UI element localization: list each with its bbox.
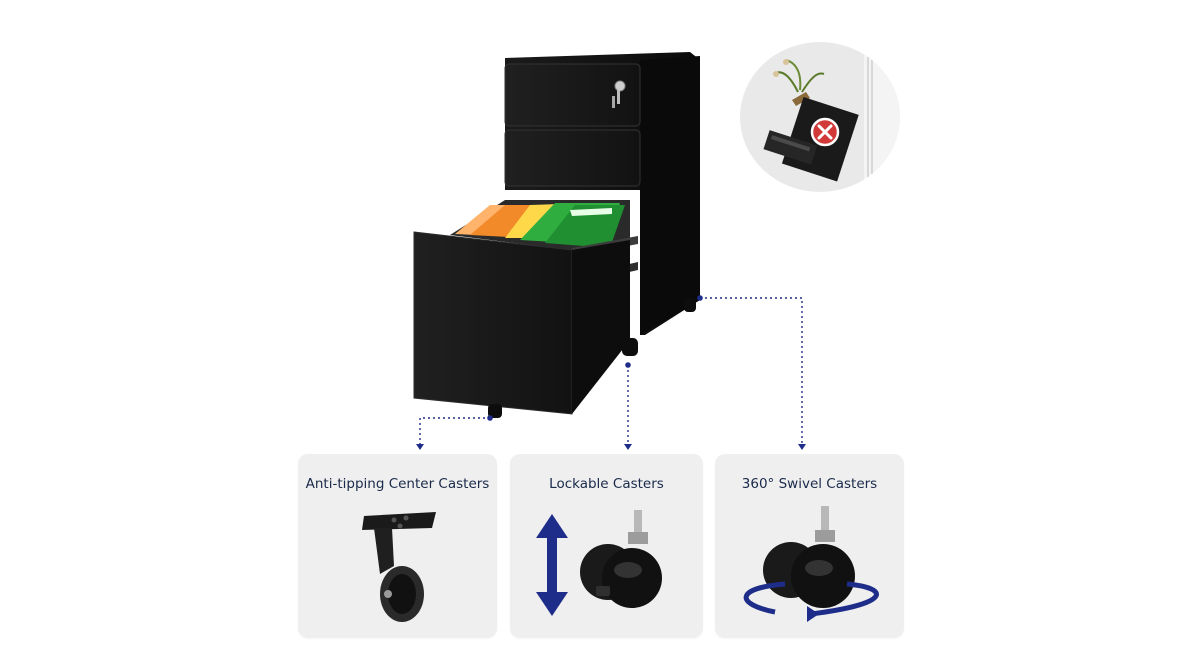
connector-endpoints [416, 295, 806, 450]
caster-wheels [488, 298, 696, 418]
rotation-arrow-icon [743, 581, 879, 617]
anti-tip-badge [740, 42, 900, 192]
middle-drawer [504, 129, 641, 187]
hanging-files [455, 203, 625, 248]
open-drawer-side [572, 240, 630, 414]
feature-card-lockable: Lockable Casters [510, 454, 703, 638]
feature-card-anti-tipping: Anti-tipping Center Casters [298, 454, 497, 638]
connector-lines [419, 297, 803, 444]
anti-tip-warning-icon [810, 117, 840, 147]
feature-title: 360° Swivel Casters [741, 476, 878, 492]
top-drawer [504, 63, 641, 127]
cabinet-side-panel [640, 56, 700, 335]
vertical-arrow-icon [536, 514, 568, 616]
lock-key-icon [612, 80, 626, 108]
center-caster-image [362, 512, 436, 622]
feature-card-swivel: 360° Swivel Casters [715, 454, 904, 638]
feature-title: Anti-tipping Center Casters [305, 476, 490, 492]
plant-decoration [773, 59, 825, 106]
swivel-caster-image [743, 506, 879, 622]
feature-title: Lockable Casters [549, 476, 664, 492]
open-drawer-front [413, 231, 573, 415]
lockable-caster-image [536, 510, 662, 616]
wall [864, 42, 900, 192]
tipping-cabinet [763, 96, 859, 182]
wall-rail [867, 52, 873, 182]
